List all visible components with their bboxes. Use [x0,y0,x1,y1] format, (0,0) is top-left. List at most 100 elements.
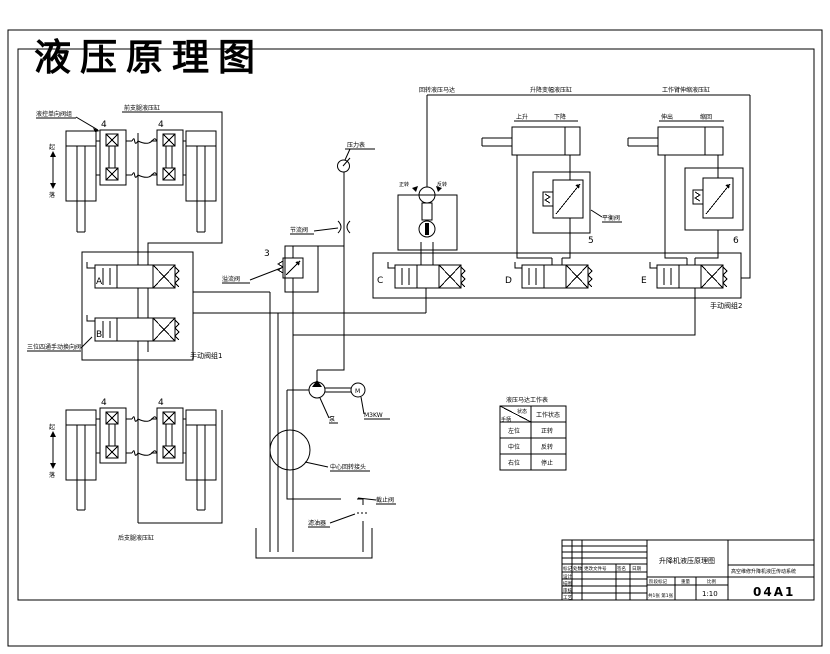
weight-label: 重量 [681,578,690,585]
rotary-joint-label: 中心回转接头 [330,463,366,471]
table-cell: 左位 [508,427,520,435]
pilot-check-group-label: 液控单向阀组 [36,110,72,118]
front-check-valve-blocks [99,129,184,186]
rear-leg-cylinder-label: 后支腿液压缸 [118,534,154,542]
valve-letter-C: C [377,276,383,286]
pressure-gauge-annotation: 压力表 [345,141,375,150]
brake-symbol [418,220,436,238]
pump-label: 泵 [329,416,335,423]
drawing-frame [7,29,823,647]
drawing-title: 升降机液压原理图 [659,556,715,565]
drawing-number: 04A1 [753,585,795,599]
telescopic-cylinder [627,126,724,156]
stage-label: 阶段标记 [649,578,667,585]
title-block: 标记 处数 更改文件号 签名 日期 设计 描图 审核 工艺 升降机液压原理图 阶… [561,539,815,601]
project-name: 高空维修升降机液压传动系统 [731,568,796,575]
rotary-motor-label: 回转液压马达 [419,86,455,94]
hydraulic-pump [308,380,351,399]
table-cell: 正转 [541,427,553,435]
scale-label: 比例 [707,578,716,585]
ccw-label: 反转 [437,181,447,188]
page-title: 液压原理图 [34,35,264,79]
three-pos-valve-annotation: 三位四通手动换向阀 [27,336,93,352]
front-leg-cylinder-label: 前支腿液压缸 [124,104,160,112]
block-number: 4 [101,398,107,408]
balance-valve-5-number: 5 [588,236,594,246]
cw-label: 正转 [399,181,409,188]
retract-label: 缩回 [700,113,712,121]
raise-label: 起 [49,423,55,431]
manual-valve-group2 [372,252,742,299]
rear-leg-motion-arrow: 起 落 [49,423,56,479]
motor-work-table: 液压马达工作表 状态 手柄 工作状态 左位 正转 中位 反转 右位 停止 [499,396,567,471]
table-header2: 工作状态 [536,411,560,419]
block-number: 4 [101,120,107,130]
table-cell: 右位 [508,459,520,467]
sign-header-sig: 签名 [617,565,626,572]
pipe-lines [96,94,751,559]
down-label: 下降 [554,113,566,121]
oil-filter-symbol [357,512,369,514]
balance-valve-6 [684,167,744,231]
table-corner-bottom: 手柄 [501,416,511,423]
table-cell: 中位 [508,443,520,451]
lower-label: 落 [49,471,55,479]
three-pos-valve-label: 三位四通手动换向阀 [27,343,81,351]
sign-row-trace: 描图 [563,580,572,587]
electric-motor: M [350,382,366,398]
scale-value: 1:10 [702,590,718,598]
valve-letter-A: A [96,277,103,287]
throttle-annotation: 节流阀 [290,226,339,235]
sign-row-check: 审核 [563,587,572,594]
sign-row-design: 设计 [563,573,572,580]
motor-power-annotation: M3KW [360,396,390,420]
sign-header-mark: 标记 [563,565,572,572]
block-number: 4 [158,120,164,130]
balance-valve-annotation: 平衡阀 [590,209,622,223]
luffing-cylinder [481,126,581,156]
pressure-gauge-label: 压力表 [347,141,365,149]
pump-annotation: 泵 [319,397,338,424]
lower-label: 落 [49,191,55,199]
block-number: 4 [158,398,164,408]
up-label: 上升 [516,113,528,121]
front-leg-motion-arrow: 起 落 [49,143,56,199]
luffing-cylinder-label: 升降变幅液压缸 [530,86,572,94]
motor-power-label: M3KW [364,412,383,419]
front-leg-cylinders [65,130,217,233]
valve-letter-E: E [641,276,647,286]
throttle-label: 节流阀 [290,226,308,234]
relief-valve-label: 溢流阀 [222,275,240,283]
balance-valve-6-number: 6 [733,236,739,246]
sign-header-date: 日期 [632,566,641,572]
oil-filter-annotation: 滤油器 [308,513,356,528]
valve-letter-D: D [505,276,512,286]
sign-header-count: 处数 [573,565,582,572]
hydraulic-motor-symbol [412,186,442,204]
relief-valve-annotation: 溢流阀 [222,267,282,284]
stop-valve-symbol [341,492,357,506]
sign-row-process: 工艺 [563,595,572,601]
motor-table-title: 液压马达工作表 [506,396,548,404]
table-cell: 反转 [541,443,553,451]
sign-header-docno: 更改文件号 [584,565,607,572]
relief-valve-number: 3 [264,249,270,259]
rotary-joint-annotation: 中心回转接头 [330,463,370,472]
rear-leg-cylinders [65,409,217,511]
relief-valve-unit [277,245,319,293]
balance-valve-label: 平衡阀 [602,214,620,222]
sheet-info: 共1张 第1张 [648,592,674,599]
hose-symbols [131,138,158,456]
motor-letter: M [355,388,360,395]
oil-filter-label: 滤油器 [308,519,326,527]
telescopic-cylinder-label: 工作臂伸缩液压缸 [662,86,710,94]
raise-label: 起 [49,143,55,151]
manual-valve-group1 [81,251,194,361]
manual-group1-label: 手动阀组1 [190,351,222,360]
balance-valve-5 [532,171,591,234]
manual-group2-label: 手动阀组2 [710,301,742,310]
luffing-motion-labels: 上升 下降 [514,113,578,122]
table-corner-top: 状态 [517,408,527,415]
